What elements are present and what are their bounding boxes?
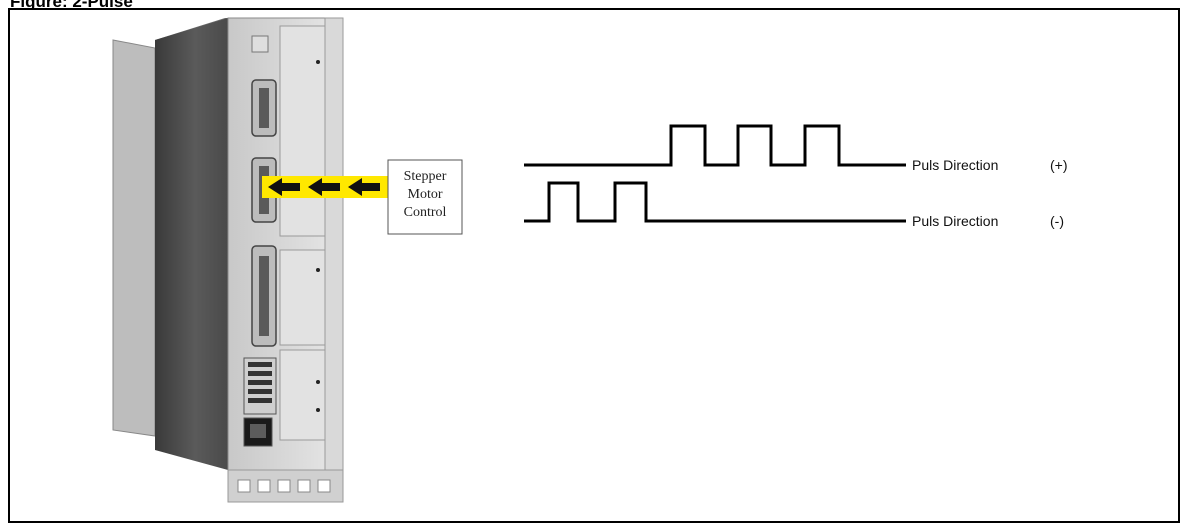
signal-label-positive: Puls Direction [912,157,998,173]
figure-title: Figure: 2-Pulse [10,0,133,11]
pulse-waveform-negative [524,181,906,223]
drive-unit-image [112,17,344,503]
callout-line-1: Stepper [404,169,447,184]
left-arrow-icon [308,178,340,196]
signal-sign-negative: (-) [1050,213,1064,229]
signal-sign-positive: (+) [1050,157,1068,173]
signal-label-negative: Puls Direction [912,213,998,229]
diagram-canvas: Stepper Motor Control Puls Direction (+)… [112,17,1068,503]
pulse-waveform-positive [524,124,906,167]
stepper-motor-control-callout: Stepper Motor Control [387,159,463,235]
callout-line-2: Motor [408,187,443,202]
callout-line-3: Control [404,205,447,220]
signal-arrow-band [262,176,388,198]
left-arrow-icon [348,178,380,196]
left-arrow-icon [268,178,300,196]
